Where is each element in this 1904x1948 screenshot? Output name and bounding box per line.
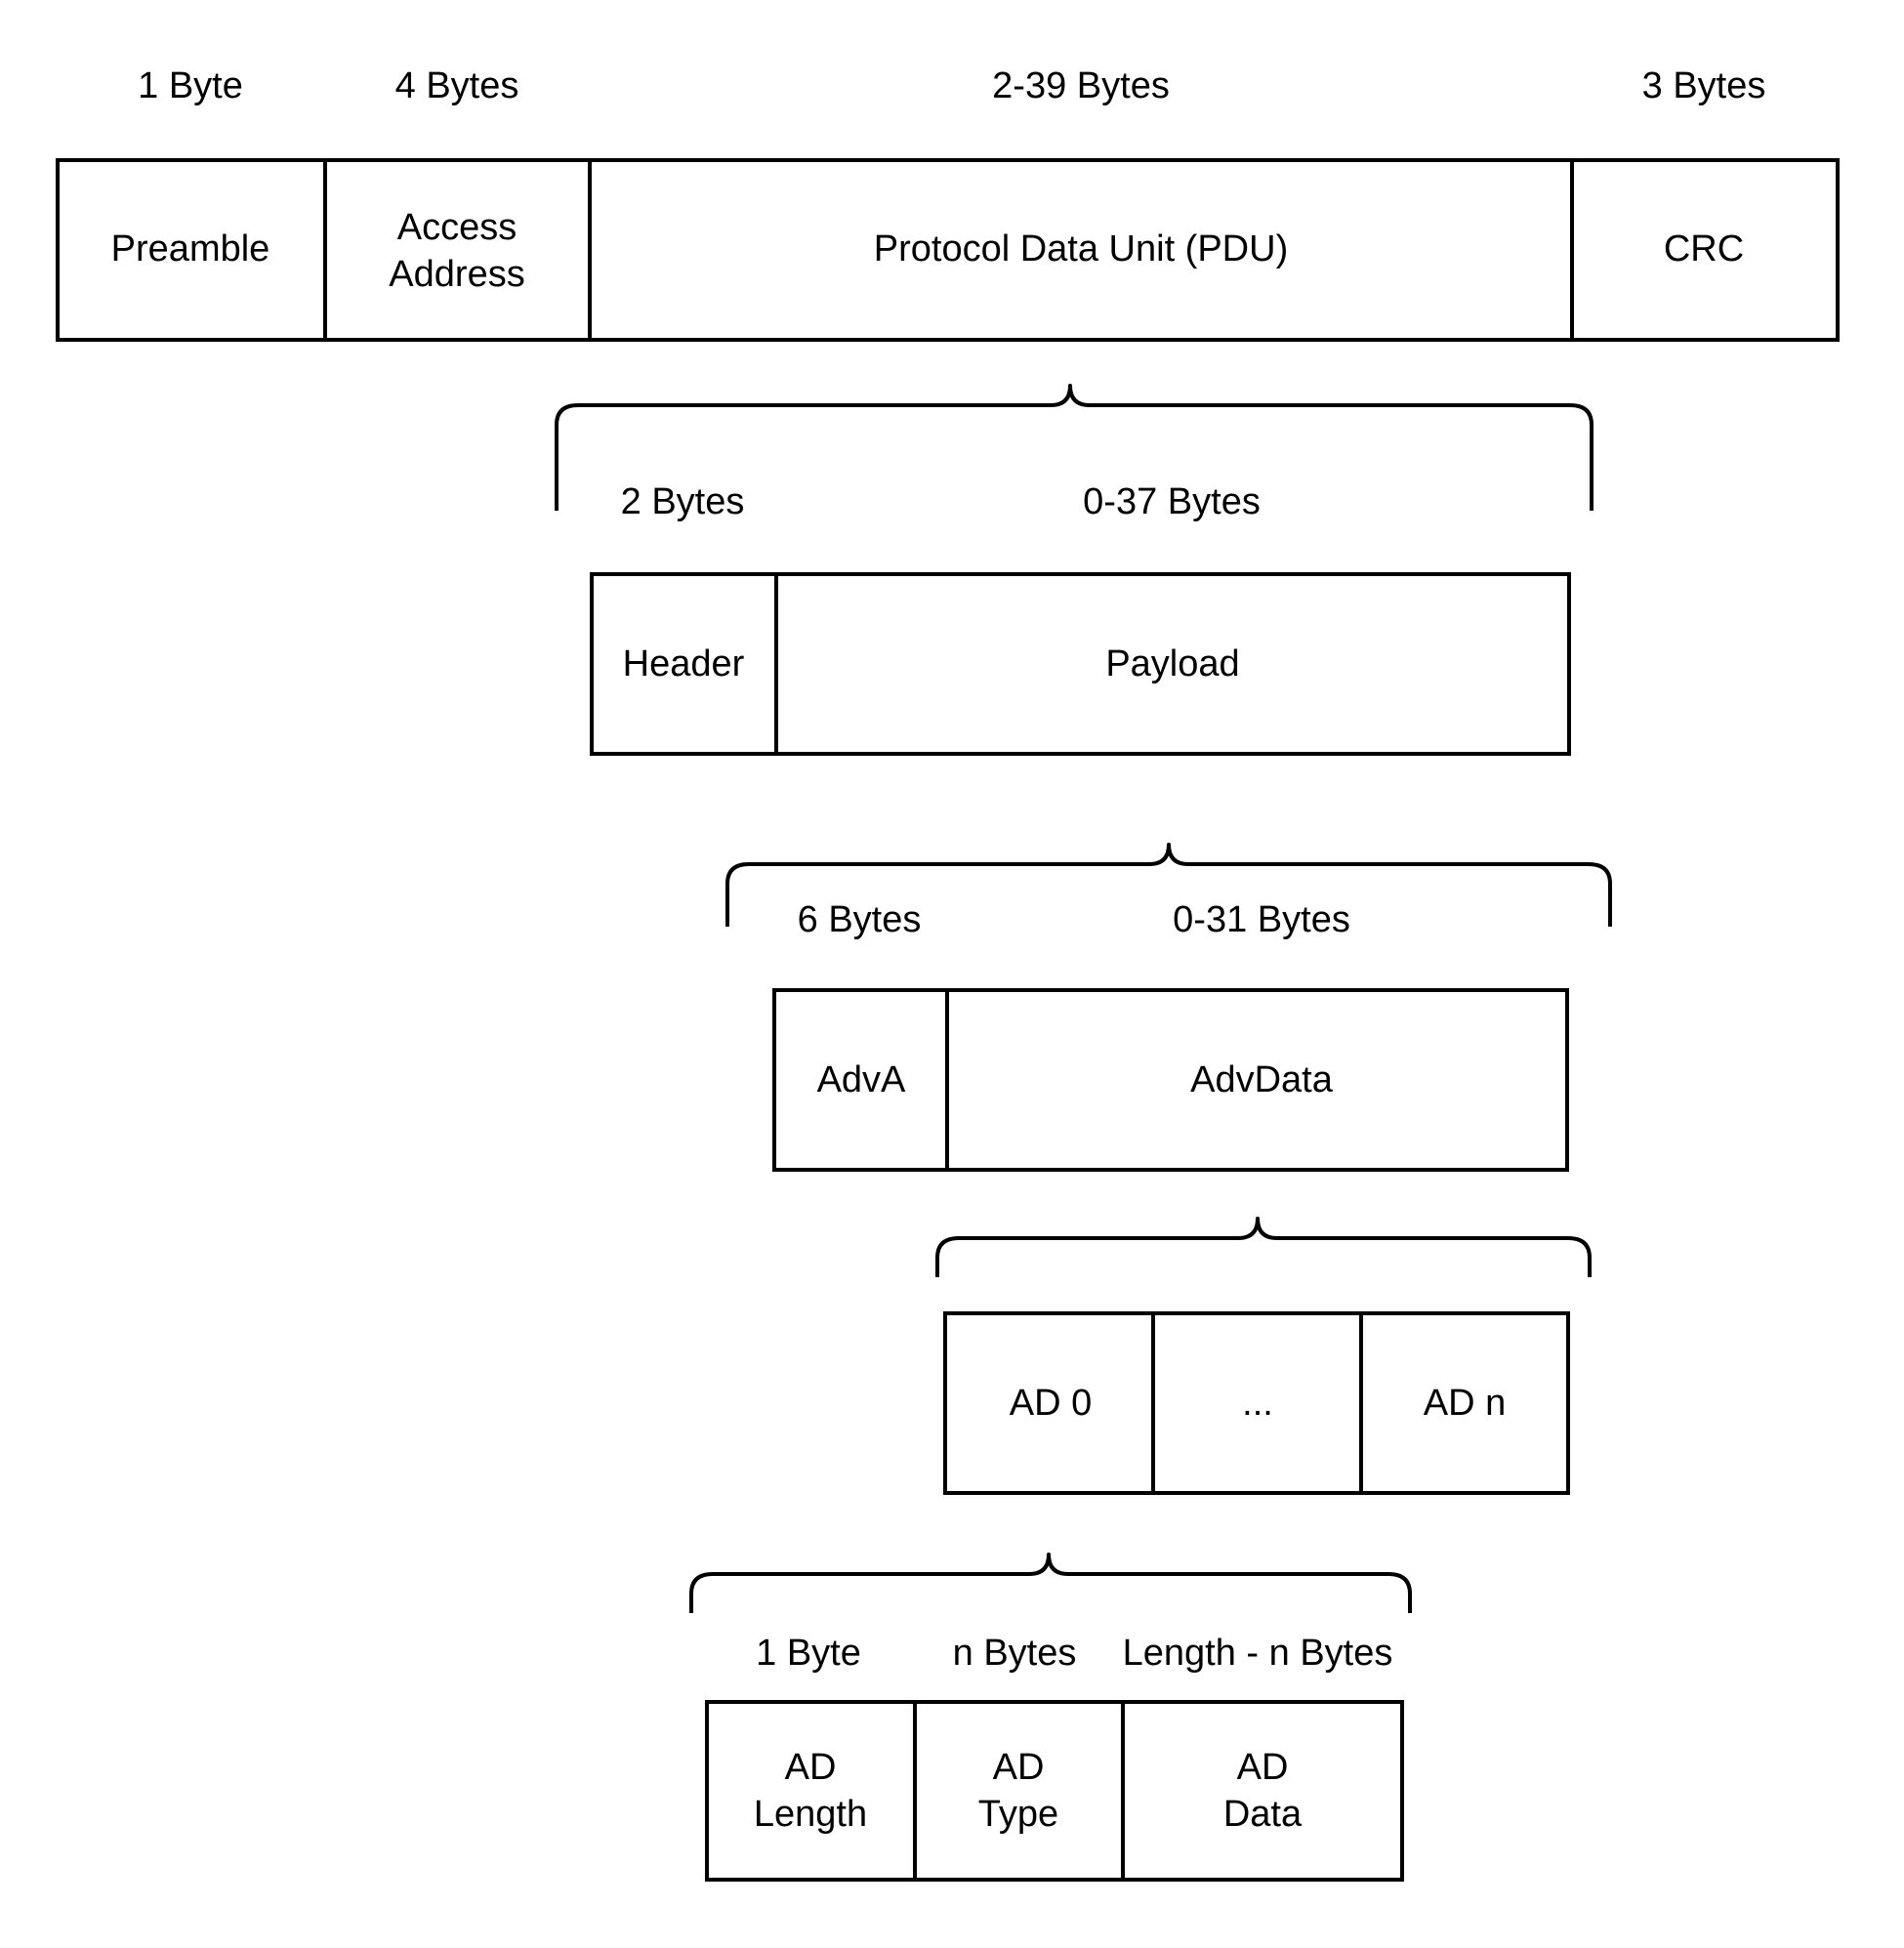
row-ad-structure: 1 Byte n Bytes Length - n Bytes AD Lengt… bbox=[705, 1633, 1404, 1882]
size-label-pdu: 2-39 Bytes bbox=[992, 65, 1170, 106]
cell-payload: Payload bbox=[1105, 643, 1239, 684]
brace-pdu bbox=[555, 384, 1594, 511]
cell-advdata: AdvData bbox=[1190, 1059, 1334, 1100]
row-pdu: 2 Bytes 0-37 Bytes Header Payload bbox=[590, 481, 1571, 756]
cell-ad-0: AD 0 bbox=[1010, 1383, 1092, 1424]
cell-ad-data-line2: Data bbox=[1223, 1794, 1303, 1835]
size-label-header: 2 Bytes bbox=[621, 481, 745, 522]
cell-protocol-data-unit: Protocol Data Unit (PDU) bbox=[874, 228, 1288, 269]
row-payload: 6 Bytes 0-31 Bytes AdvA AdvData bbox=[772, 899, 1569, 1172]
cell-crc: CRC bbox=[1664, 228, 1744, 269]
link-layer-packet-box bbox=[56, 158, 1840, 342]
cell-ad-ellipsis: ... bbox=[1242, 1383, 1273, 1424]
size-label-preamble: 1 Byte bbox=[138, 65, 243, 106]
cell-ad-data-line1: AD bbox=[1237, 1747, 1289, 1788]
row-advdata-items: AD 0 ... AD n bbox=[943, 1311, 1570, 1495]
payload-box bbox=[772, 988, 1569, 1172]
cell-ad-type-line2: Type bbox=[978, 1794, 1058, 1835]
cell-ad-type-line1: AD bbox=[993, 1747, 1045, 1788]
size-label-access-address: 4 Bytes bbox=[395, 65, 519, 106]
cell-ad-n: AD n bbox=[1424, 1383, 1506, 1424]
cell-access-address-line2: Address bbox=[389, 254, 524, 295]
pdu-box bbox=[590, 572, 1571, 756]
size-label-ad-type: n Bytes bbox=[953, 1633, 1077, 1674]
cell-ad-length-line2: Length bbox=[754, 1794, 867, 1835]
size-label-payload: 0-37 Bytes bbox=[1083, 481, 1261, 522]
size-label-adva: 6 Bytes bbox=[798, 899, 922, 940]
cell-preamble: Preamble bbox=[111, 228, 270, 269]
size-label-ad-data: Length - n Bytes bbox=[1123, 1633, 1393, 1674]
size-label-advdata: 0-31 Bytes bbox=[1173, 899, 1350, 940]
size-label-crc: 3 Bytes bbox=[1642, 65, 1766, 106]
cell-ad-length-line1: AD bbox=[785, 1747, 837, 1788]
row-link-layer-packet: 1 Byte 4 Bytes 2-39 Bytes 3 Bytes Preamb… bbox=[56, 65, 1840, 342]
cell-access-address-line1: Access bbox=[397, 207, 517, 248]
cell-header: Header bbox=[623, 643, 745, 684]
brace-payload bbox=[725, 843, 1612, 927]
brace-ad-structure bbox=[689, 1553, 1412, 1613]
brace-advdata bbox=[935, 1217, 1592, 1277]
ad-structure-box bbox=[705, 1700, 1404, 1882]
advdata-items-box bbox=[943, 1311, 1570, 1495]
cell-adva: AdvA bbox=[817, 1059, 906, 1100]
size-label-ad-length: 1 Byte bbox=[756, 1633, 861, 1674]
